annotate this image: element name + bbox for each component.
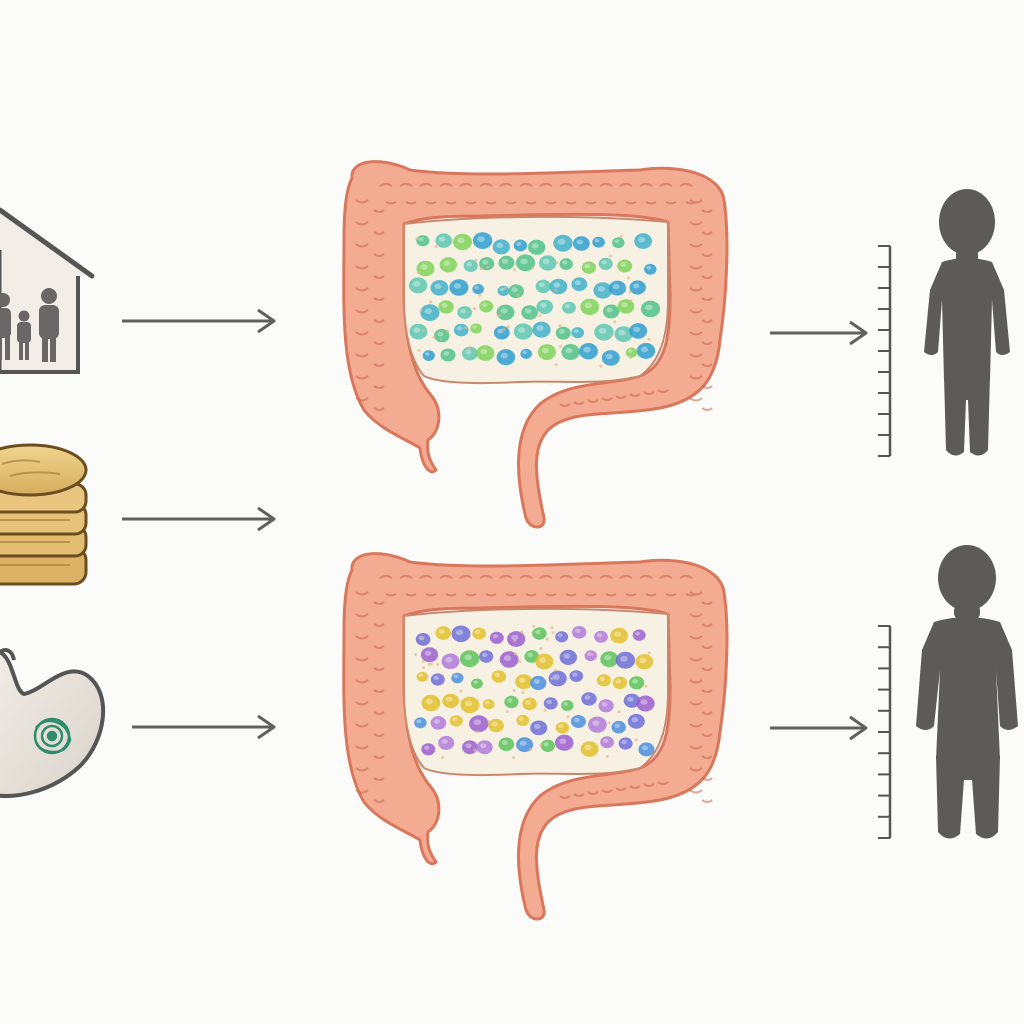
microbe-cluster — [414, 624, 655, 760]
microbe-cluster — [408, 232, 661, 368]
arrow-diet-to-gut — [122, 506, 276, 532]
arrow-family-to-gut — [122, 308, 276, 334]
colon-icon — [342, 160, 729, 529]
colon-icon — [342, 552, 729, 921]
family-house-icon — [0, 207, 95, 374]
stomach-microbe-icon — [0, 648, 106, 798]
arrow-gut-to-child-slim — [770, 320, 868, 346]
stacked-flatbread-icon — [0, 443, 88, 586]
child-silhouette-icon — [924, 189, 1010, 456]
arrow-infection-to-gut — [132, 714, 276, 740]
height-ruler — [878, 625, 892, 839]
child-silhouette-icon — [916, 545, 1018, 839]
microbe-icon — [33, 717, 72, 755]
arrow-gut-to-child-heavier — [770, 715, 868, 741]
height-ruler — [878, 245, 892, 457]
